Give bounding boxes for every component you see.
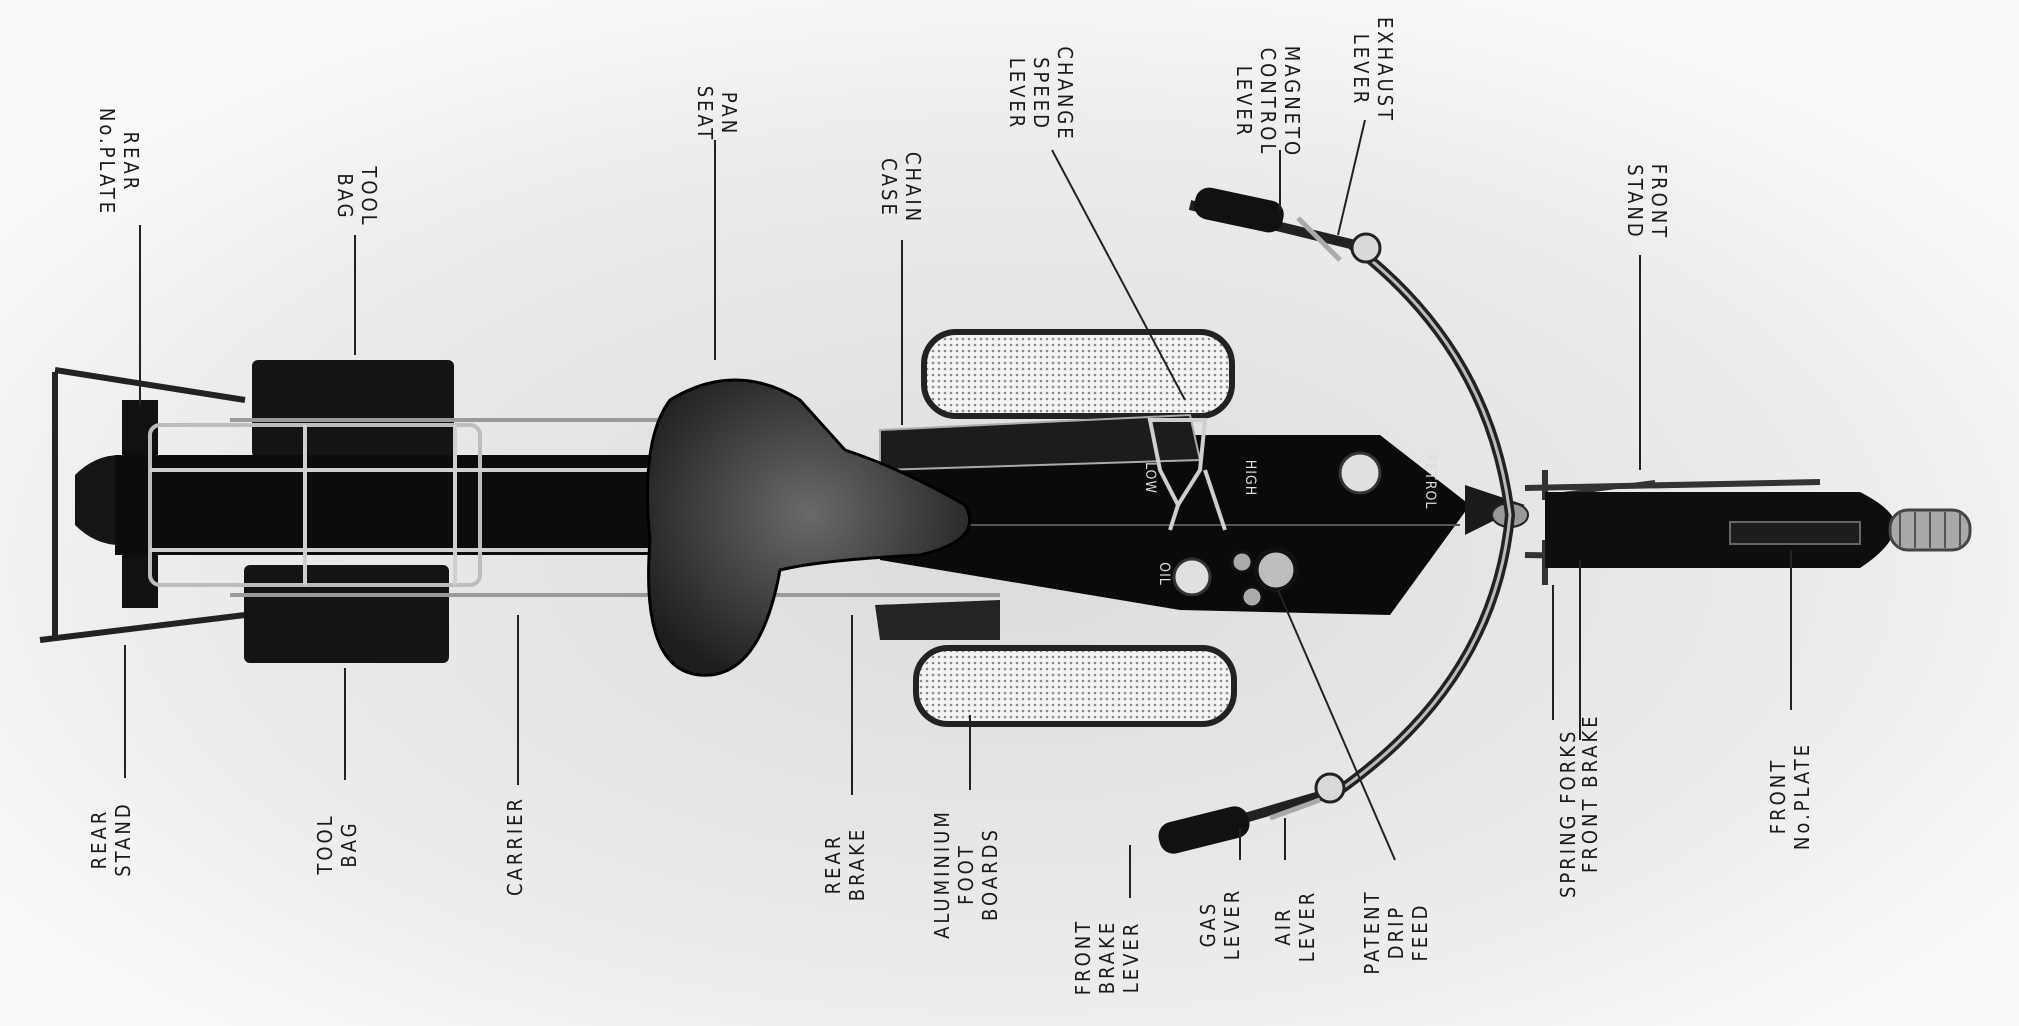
drip-feed-fitting [1240, 585, 1264, 609]
label-change-speed-lever: CHANGE SPEED LEVER [1005, 46, 1077, 142]
rear-mudguard [75, 455, 120, 545]
label-front-brake-lever: FRONT BRAKE LEVER [1071, 918, 1143, 996]
change-speed-gate [1147, 418, 1227, 531]
tool-bag-top [252, 360, 454, 458]
pan-seat [646, 378, 972, 677]
handlebar-highlight [1339, 243, 1512, 792]
label-rear-brake: REAR BRAKE [821, 826, 869, 902]
label-gas-lever: GAS LEVER [1196, 887, 1244, 961]
tank-petrol-text: PETROL [1422, 454, 1438, 510]
label-patent-drip-feed: PATENT DRIP FEED [1360, 889, 1432, 975]
label-front-stand: FRONT STAND [1623, 163, 1671, 241]
label-spring-forks: SPRING FORKS [1556, 728, 1580, 898]
label-tool-bag-top: TOOL BAG [333, 166, 381, 228]
tank-low-text: LOW [1142, 462, 1158, 494]
leader-lines [124, 119, 1792, 898]
front-brake-lever-pivot [1314, 772, 1346, 804]
label-pan-seat: PAN SEAT [693, 85, 741, 143]
foot-board-bottom [913, 645, 1237, 727]
label-exhaust-lever: EXHAUST LEVER [1349, 16, 1397, 124]
tank-oil-text: OIL [1156, 562, 1172, 586]
label-aluminium-foot-boards: ALUMINIUM FOOT BOARDS [930, 809, 1002, 939]
label-magneto-control-lever: MAGNETO CONTROL LEVER [1232, 45, 1304, 159]
drip-feed-sight [1253, 547, 1299, 593]
oil-cap [1172, 557, 1212, 597]
label-chain-case: CHAIN CASE [877, 151, 925, 225]
rear-brake-housing [875, 600, 1000, 640]
front-mudguard [1545, 492, 1895, 568]
leader-change-speed-lever [1051, 149, 1186, 401]
label-air-lever: AIR LEVER [1271, 889, 1319, 963]
leader-patent-drip-feed [1277, 589, 1396, 861]
drip-feed-fitting [1230, 550, 1254, 574]
magneto-lever [1296, 216, 1342, 262]
tank-high-text: HIGH [1242, 459, 1258, 497]
label-front-no-plate: FRONT No.PLATE [1766, 741, 1814, 851]
exhaust-lever-pivot [1350, 232, 1382, 264]
left-grip [1194, 187, 1284, 233]
air-gas-levers [1269, 797, 1321, 821]
right-grip [1158, 806, 1250, 854]
petrol-cap [1338, 451, 1382, 495]
label-rear-no-plate: REAR No.PLATE [95, 107, 143, 217]
label-front-brake: FRONT BRAKE [1578, 713, 1602, 873]
carrier-rack [148, 418, 1000, 597]
label-carrier: CARRIER [503, 795, 527, 897]
leader-exhaust-lever [1337, 119, 1366, 236]
tool-bag-bottom [244, 565, 449, 663]
label-rear-stand: REAR STAND [87, 801, 135, 877]
tyre-tread [1899, 512, 1961, 548]
label-tool-bag-bottom: TOOL BAG [313, 813, 361, 875]
foot-board-top [921, 329, 1235, 419]
front-number-plate [1729, 521, 1861, 545]
rear-stand [39, 367, 246, 643]
